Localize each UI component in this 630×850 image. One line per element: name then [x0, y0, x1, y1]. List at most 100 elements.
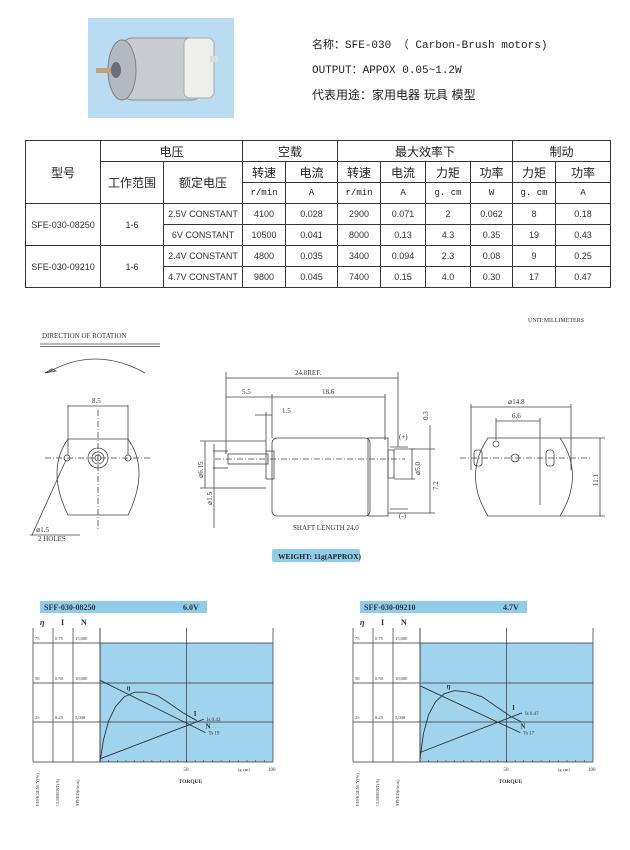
header-power: 功率: [470, 161, 514, 183]
rotation-arrow-icon: [46, 358, 146, 374]
axis-label: EFFICIENCY(%): [35, 773, 40, 806]
chart-voltage: 4.7V: [503, 603, 519, 612]
header-speed: 转速: [242, 161, 287, 183]
chart-title: SFF-030-08250: [44, 603, 96, 612]
table-row: SFE-030-08250 1-6 2.5V CONSTANT 4100 0.0…: [25, 203, 612, 246]
x-axis-label: TORQUE: [179, 779, 203, 785]
tick-label: 15,000: [75, 636, 88, 642]
tick-label: 0.75: [375, 636, 384, 641]
dim-label: ⌀1.5: [206, 492, 214, 505]
tick-label: 75: [35, 636, 40, 641]
cell: 17: [512, 266, 557, 288]
cell: 0.15: [380, 266, 427, 288]
axis-label: EFFICIENCY(%): [355, 773, 360, 806]
tick-label: 25: [35, 715, 40, 720]
table-row: 6V CONSTANT 10500 0.041 8000 0.13 4.3 0.…: [26, 224, 612, 246]
minus-terminal: (-): [399, 512, 407, 520]
axis-symbol: I: [61, 618, 64, 627]
motor-image: [96, 37, 218, 101]
series-label: η: [447, 683, 451, 691]
cell-rated: 4.7V CONSTANT: [162, 266, 244, 288]
tick-label: 0.25: [55, 715, 64, 720]
cell: 0.30: [470, 266, 514, 288]
series-speed-line: [99, 679, 206, 734]
table-row: 4.7V CONSTANT 9800 0.045 7400 0.15 4.0 0…: [26, 266, 612, 288]
tick-label: 5,000: [75, 715, 86, 721]
dim-label: 11.1: [592, 474, 600, 486]
tick-label: 0.50: [55, 676, 64, 681]
header-current: 电流: [285, 161, 339, 183]
dim-label: 6.6: [512, 412, 521, 420]
series-end-label: Ts 17: [523, 732, 534, 737]
dim-label: ⌀1.5: [36, 526, 49, 534]
tick-label: 0.25: [375, 715, 384, 720]
axis-label: CURRENT(A): [375, 778, 380, 806]
dim-label: 24.8REF.: [295, 369, 322, 377]
tick-label: 50: [355, 676, 360, 681]
cell-range: 1-6: [100, 203, 164, 246]
tick-label: 5,000: [395, 715, 406, 721]
chart-voltage: 6.0V: [183, 603, 199, 612]
tick-label: 15,000: [395, 636, 408, 642]
product-name: 名称：SFE-030 （ Carbon-Brush motors): [312, 40, 548, 52]
series-label: η: [127, 684, 131, 692]
side-view-body: [271, 437, 371, 517]
dim-label: 5.5: [242, 388, 251, 396]
dim-label: 0.3: [422, 411, 430, 420]
tick-label: 50: [35, 676, 40, 681]
series-efficiency-line: [99, 691, 198, 763]
unit-label: UNIT:MILLIMETERS: [528, 318, 584, 324]
axis-symbol: N: [81, 618, 87, 627]
dim-label: 8.5: [92, 397, 101, 405]
axis-symbol: I: [381, 618, 384, 627]
tick-label: 10,000: [395, 676, 408, 682]
x-axis-label: TORQUE: [499, 779, 523, 785]
x-tick-label: 100: [588, 768, 596, 773]
cell: 0.47: [555, 266, 612, 288]
dim-label: ⌀5.0: [414, 462, 422, 475]
chart-title: SFF-030-09210: [364, 603, 416, 612]
x-tick-label: 50: [184, 768, 190, 773]
dim-label: 7.2: [432, 481, 440, 490]
series-label: N: [206, 723, 211, 731]
dimension-drawing: UNIT:MILLIMETERS DIRECTION OF ROTATION 8…: [30, 318, 605, 562]
spec-table: 型号 电压 空载 最大效率下 制动 工作范围 额定电压 转速 电流 转速 电流 …: [25, 140, 612, 288]
motor-photo: [88, 18, 234, 118]
tick-label: 25: [355, 715, 360, 720]
plus-terminal: (+): [399, 433, 408, 441]
axis-symbol: N: [401, 618, 407, 627]
axis-label: CURRENT(A): [55, 778, 60, 806]
dim-label: ⌀6.15: [197, 461, 205, 478]
tick-label: 0.50: [375, 676, 384, 681]
tick-label: 10,000: [75, 676, 88, 682]
weight-label: WEIGHT: 11g(APPROX): [278, 552, 361, 561]
axis-symbol: η: [360, 618, 365, 627]
cell-range: 1-6: [100, 245, 164, 288]
rear-view-outline: [475, 437, 573, 517]
axis-symbol: η: [40, 618, 45, 627]
table-row: SFE-030-09210 1-6 2.4V CONSTANT 4800 0.0…: [25, 245, 612, 288]
dim-label: 18.6: [322, 388, 335, 396]
dim-label: 1.5: [282, 407, 291, 415]
shaft-length: SHAFT LENGTH 24.0: [293, 524, 359, 532]
series-label: N: [520, 723, 525, 731]
cell-model: SFE-030-08250: [25, 203, 101, 246]
cell: 0.08: [470, 245, 514, 267]
header-max-efficiency: 最大效率下: [337, 140, 514, 162]
header-torque: 力矩: [425, 161, 472, 183]
title-bar: [360, 601, 527, 613]
x-tick-label: 100: [268, 768, 276, 773]
x-unit: (g.cm): [558, 767, 570, 772]
tick-label: 75: [355, 636, 360, 641]
series-end-label: Ts 19: [209, 732, 220, 737]
series-label: I: [194, 710, 197, 718]
axis-label: SPEED(r/min): [395, 779, 400, 806]
header-current: 电流: [380, 161, 427, 183]
x-tick-label: 50: [504, 768, 510, 773]
title-bar: [40, 601, 207, 613]
tick-label: 0.75: [55, 636, 64, 641]
header-rated: 额定电压: [162, 161, 244, 204]
